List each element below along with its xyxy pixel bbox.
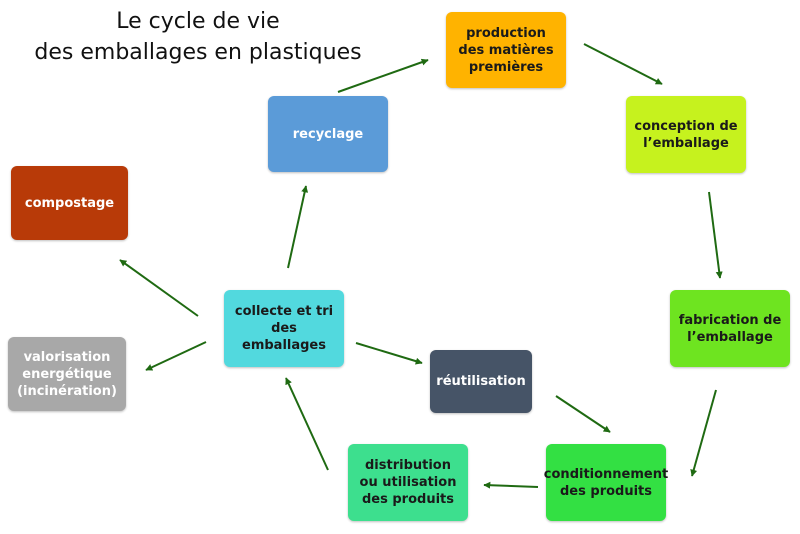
node-recyclage-label: recyclage <box>292 126 364 142</box>
arrow-production-to-conception <box>583 43 663 85</box>
node-valorisation: valorisation energétique (incinération) <box>8 337 126 411</box>
node-conditionnement-label: conditionnement des produits <box>543 466 669 499</box>
node-fabrication-label: fabrication de l’emballage <box>678 312 782 345</box>
arrow-collecte-to-recyclage <box>287 185 309 269</box>
node-collecte-label: collecte et tri des emballages <box>234 304 334 353</box>
node-conception: conception de l’emballage <box>626 96 746 173</box>
node-reutilisation: réutilisation <box>430 350 532 413</box>
node-production: production des matières premières <box>446 12 566 88</box>
node-compostage-label: compostage <box>24 195 115 211</box>
arrow-reutilisation-to-conditionnement <box>555 395 611 433</box>
node-distribution: distribution ou utilisation des produits <box>348 444 468 521</box>
arrow-collecte-to-valorisation <box>145 341 207 371</box>
arrow-conditionnement-to-distribution <box>483 481 539 489</box>
node-valorisation-label: valorisation energétique (incinération) <box>17 349 117 399</box>
node-production-label: production des matières premières <box>458 25 554 75</box>
diagram-title: Le cycle de vie des emballages en plasti… <box>0 6 396 68</box>
node-distribution-label: distribution ou utilisation des produits <box>359 458 457 507</box>
node-conditionnement: conditionnement des produits <box>543 444 669 521</box>
title-line-1: Le cycle de vie <box>116 9 280 34</box>
arrow-collecte-to-reutilisation <box>355 342 423 365</box>
node-reutilisation-label: réutilisation <box>436 374 526 389</box>
node-fabrication: fabrication de l’emballage <box>670 290 790 367</box>
node-compostage: compostage <box>11 166 128 240</box>
node-conception-label: conception de l’emballage <box>634 118 738 151</box>
arrow-fabrication-to-conditionnement <box>690 389 717 477</box>
arrow-conception-to-fabrication <box>708 191 723 279</box>
arrow-distribution-to-collecte <box>285 377 329 471</box>
node-recyclage: recyclage <box>268 96 388 172</box>
arrow-recyclage-to-production <box>337 58 429 93</box>
arrow-collecte-to-compostage <box>119 259 199 317</box>
title-line-2: des emballages en plastiques <box>34 40 362 65</box>
node-collecte: collecte et tri des emballages <box>224 290 344 367</box>
